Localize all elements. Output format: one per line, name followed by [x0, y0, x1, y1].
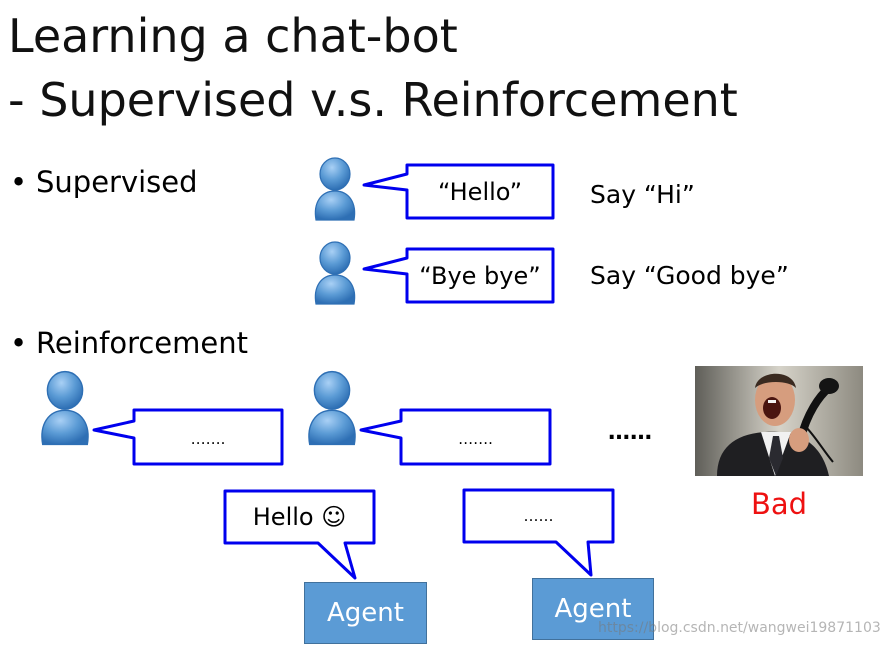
agent-box-2: Agent	[532, 578, 654, 640]
angry-man-on-phone-photo	[695, 366, 863, 476]
bullet-supervised-label: Supervised	[36, 165, 198, 199]
conversation-continues: ……	[608, 420, 652, 445]
human-message-2: …….	[458, 430, 493, 448]
bullet-supervised: •Supervised	[10, 164, 198, 200]
person-icon	[314, 157, 356, 221]
bullet-dot: •	[10, 165, 28, 199]
person-icon	[308, 370, 356, 446]
bullet-dot: •	[10, 326, 28, 360]
supervised-input-2: “Bye bye”	[419, 261, 541, 290]
person-icon	[41, 370, 89, 446]
person-icon	[314, 241, 356, 305]
supervised-output-1: Say “Hi”	[590, 180, 695, 209]
supervised-output-2: Say “Good bye”	[590, 261, 789, 290]
watermark-text: https://blog.csdn.net/wangwei19871103	[598, 620, 881, 636]
feedback-bad-label: Bad	[751, 487, 808, 521]
slide-title-line-1: Learning a chat-bot	[8, 9, 458, 63]
agent-message-1: Hello ☺	[252, 503, 347, 531]
bullet-reinforcement-label: Reinforcement	[36, 326, 248, 360]
human-message-1: …….	[190, 430, 226, 448]
bullet-reinforcement: •Reinforcement	[10, 325, 248, 361]
supervised-input-1: “Hello”	[437, 177, 523, 206]
slide-title-line-2: - Supervised v.s. Reinforcement	[8, 73, 738, 127]
agent-box-1: Agent	[304, 582, 427, 644]
agent-message-2: ……	[523, 507, 554, 525]
